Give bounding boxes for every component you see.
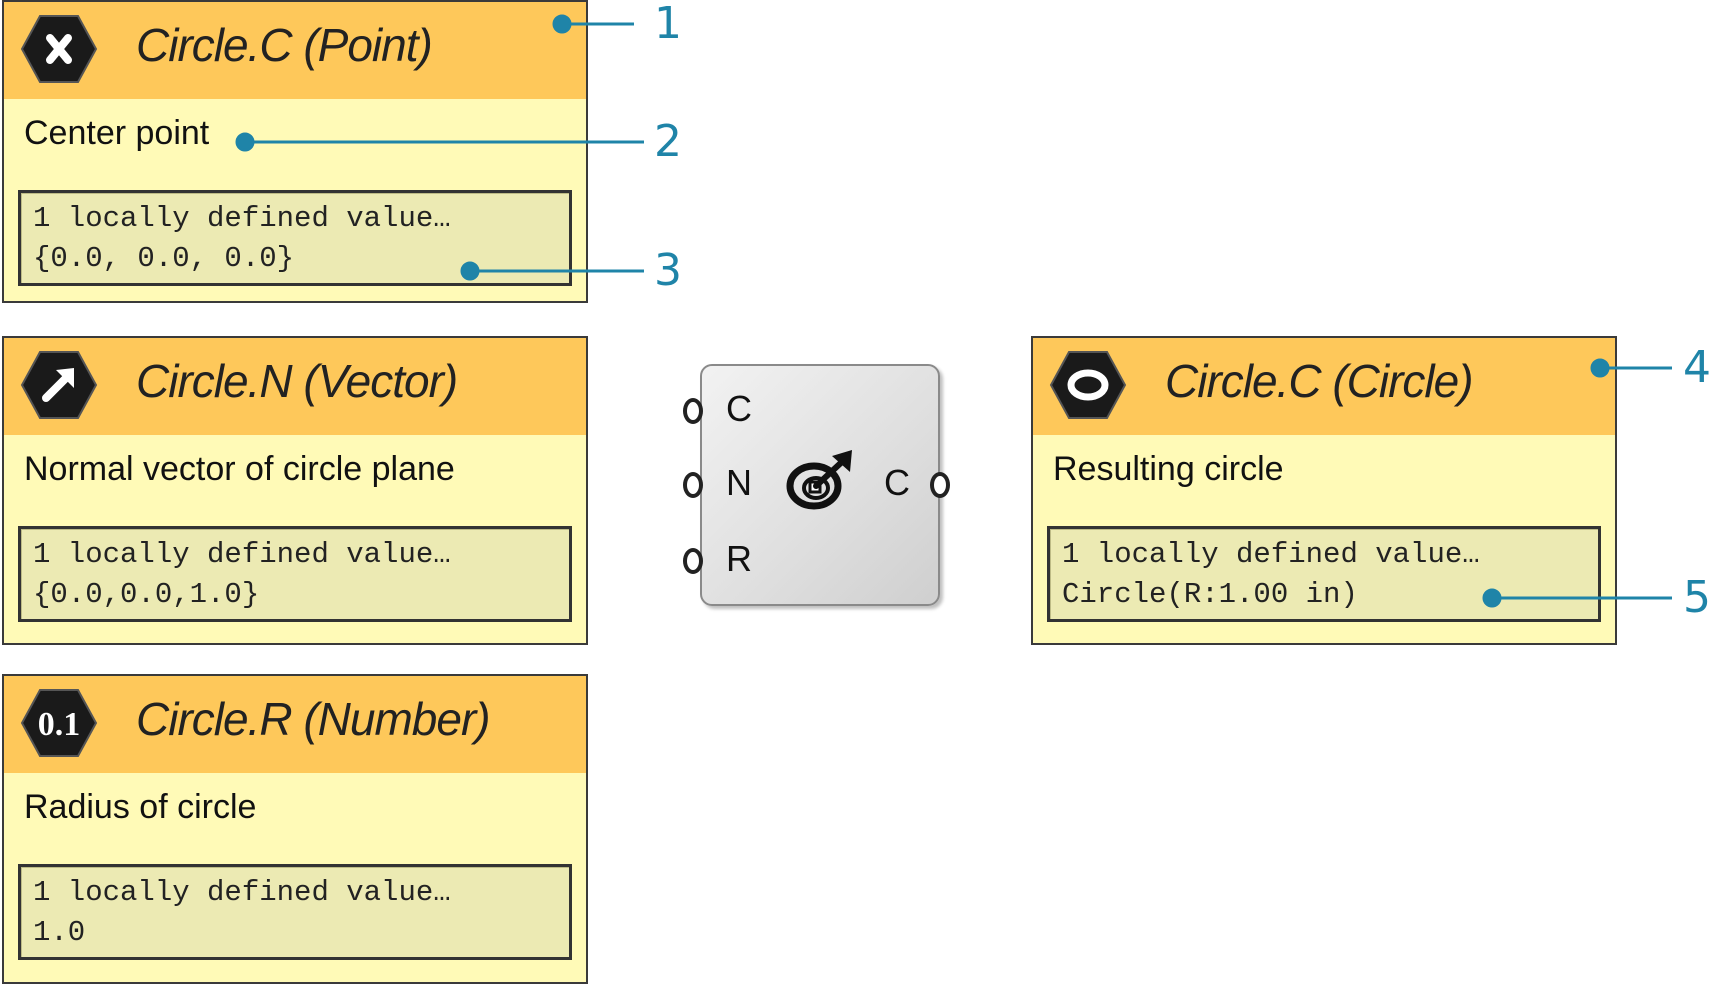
value-line: 1 locally defined value… (33, 202, 451, 235)
circle-cnr-component[interactable]: C N R C (700, 364, 940, 606)
callout-number-1: 1 (654, 0, 682, 49)
callout-number-2: 2 (654, 116, 682, 167)
tooltip-value-box: 1 locally defined value… Circle(R:1.00 i… (1047, 526, 1601, 622)
tooltip-description: Resulting circle (1053, 450, 1284, 488)
value-line: 1 locally defined value… (33, 538, 451, 571)
circle-param-icon (1049, 351, 1127, 419)
callout-number-3: 3 (654, 245, 682, 296)
tooltip-header: Circle.N (Vector) (4, 338, 586, 435)
tooltip-center-point: Circle.C (Point) Center point 1 locally … (2, 0, 588, 303)
tooltip-title: Circle.N (Vector) (136, 355, 458, 407)
value-line: 1 locally defined value… (1062, 538, 1480, 571)
tooltip-header: Circle.C (Circle) (1033, 338, 1615, 435)
svg-text:0.1: 0.1 (38, 706, 81, 743)
tooltip-value-box: 1 locally defined value… 1.0 (18, 864, 572, 960)
tooltip-resulting-circle: Circle.C (Circle) Resulting circle 1 loc… (1031, 336, 1617, 645)
value-line: 1 locally defined value… (33, 876, 451, 909)
tooltip-value-box: 1 locally defined value… {0.0,0.0,1.0} (18, 526, 572, 622)
tooltip-value-box: 1 locally defined value… {0.0, 0.0, 0.0} (18, 190, 572, 286)
value-line: 1.0 (33, 916, 86, 949)
value-line: {0.0, 0.0, 0.0} (33, 242, 295, 275)
output-port-c[interactable] (930, 472, 950, 498)
vector-param-icon (20, 351, 98, 419)
tooltip-header: 0.1 Circle.R (Number) (4, 676, 586, 773)
tooltip-description: Normal vector of circle plane (24, 450, 455, 488)
callout-number-5: 5 (1683, 572, 1711, 623)
tooltip-description: Radius of circle (24, 788, 257, 826)
number-param-icon: 0.1 (20, 689, 98, 757)
tooltip-header: Circle.C (Point) (4, 2, 586, 99)
value-line: {0.0,0.0,1.0} (33, 578, 260, 611)
input-label-c: C (726, 388, 752, 429)
callout-number-4: 4 (1683, 342, 1711, 393)
tooltip-title: Circle.C (Point) (136, 19, 433, 71)
input-label-r: R (726, 538, 752, 579)
input-port-n[interactable] (683, 472, 703, 498)
value-line: Circle(R:1.00 in) (1062, 578, 1358, 611)
tooltip-radius: 0.1 Circle.R (Number) Radius of circle 1… (2, 674, 588, 984)
tooltip-title: Circle.C (Circle) (1165, 355, 1474, 407)
input-label-n: N (726, 462, 752, 503)
output-label-c: C (884, 462, 910, 503)
tooltip-normal-vector: Circle.N (Vector) Normal vector of circl… (2, 336, 588, 645)
circle-cnr-icon (786, 450, 852, 510)
tooltip-title: Circle.R (Number) (136, 693, 491, 745)
point-param-icon (20, 15, 98, 83)
tooltip-description: Center point (24, 114, 210, 152)
input-port-r[interactable] (683, 548, 703, 574)
input-port-c[interactable] (683, 398, 703, 424)
